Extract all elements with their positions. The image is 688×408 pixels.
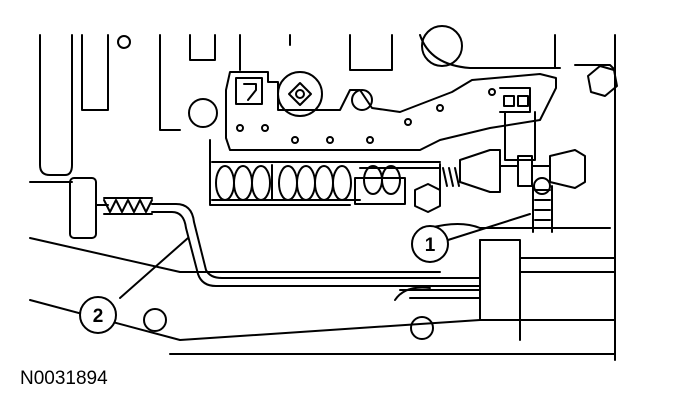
shift-bracket bbox=[225, 71, 557, 161]
callout-1-leader bbox=[447, 213, 531, 241]
lower-casting bbox=[29, 223, 616, 355]
cable-spring-left bbox=[29, 177, 153, 239]
pivot-ball bbox=[188, 98, 218, 128]
figure-id: N0031894 bbox=[20, 368, 108, 389]
callout-2-number: 2 bbox=[93, 306, 104, 327]
callout-1: 1 bbox=[411, 225, 449, 263]
callout-1-number: 1 bbox=[425, 235, 436, 256]
adjuster-spring-right bbox=[439, 149, 586, 233]
housing-outline bbox=[39, 25, 616, 361]
shift-cable bbox=[151, 203, 481, 287]
detent-roller-block bbox=[209, 139, 441, 213]
callout-2: 2 bbox=[79, 296, 117, 334]
callout-2-leader bbox=[119, 237, 189, 299]
hex-nut-top bbox=[587, 65, 618, 97]
